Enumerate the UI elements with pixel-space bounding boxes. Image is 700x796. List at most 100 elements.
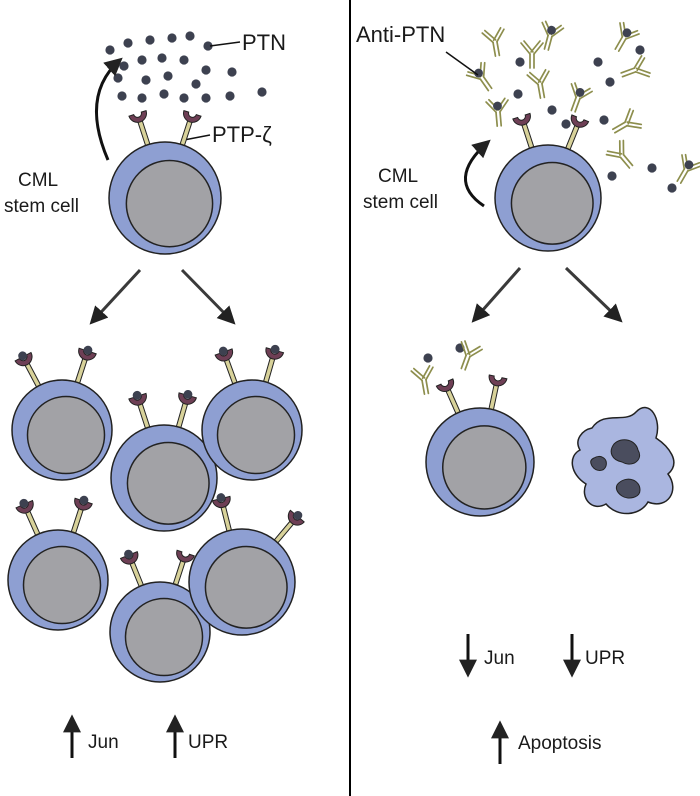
antibody-chain (421, 364, 431, 380)
antibody-chain (460, 341, 467, 357)
antibody-chain (612, 121, 626, 131)
receptor-head (128, 109, 147, 123)
ptn-dot (605, 77, 615, 87)
nucleus (216, 395, 296, 475)
antibody-chain (421, 379, 426, 395)
antibody-chain (574, 97, 581, 113)
bound-ptn-dot (575, 87, 585, 97)
antibody-chain (634, 71, 650, 78)
receptor-head (176, 549, 195, 563)
antibody-chain (425, 366, 434, 381)
receptor-head (211, 495, 231, 509)
receptor-head (178, 392, 197, 405)
antibody-chain (464, 355, 471, 371)
ptn-leader-line (209, 41, 241, 47)
antibody-chain (570, 83, 577, 99)
bound-ptn-dot (474, 68, 483, 78)
ptn-dot (513, 89, 523, 99)
ptp-zeta-receptor (15, 498, 42, 539)
nucleus (441, 425, 527, 510)
ptn-dot (423, 353, 433, 363)
antibody-chain (543, 34, 549, 50)
antibody-chain (624, 33, 640, 40)
cml-stem-cell (494, 112, 602, 252)
antibody-chain (547, 35, 553, 51)
antibody-chain (570, 96, 577, 112)
antibody-chain (496, 28, 505, 43)
antibody-chain (425, 378, 430, 395)
receptor-stalk (219, 503, 233, 535)
antibody-chain (520, 42, 531, 55)
antibody-chain (465, 74, 482, 80)
ptp-zeta-receptor (128, 109, 152, 149)
nucleus (22, 545, 102, 625)
receptor-head (287, 509, 305, 526)
ptp-zeta-receptor (69, 495, 93, 537)
anti-ptn-antibody (526, 68, 550, 99)
antibody-chain (635, 67, 651, 74)
division-arrow-right-b (564, 266, 623, 323)
ptn-dot (203, 41, 213, 51)
bound-ptn-dot (124, 549, 133, 559)
antibody-chain (622, 139, 625, 156)
cml-stem-cell (110, 389, 218, 532)
antibody-chain (466, 345, 481, 355)
nucleus (26, 395, 106, 475)
cml-stem-cell (109, 549, 211, 683)
ptn-dot (227, 67, 237, 77)
right-cells-group (410, 112, 602, 517)
antibody-chain (479, 78, 490, 92)
ptp-zeta-receptor (563, 114, 590, 154)
anti-ptn-antibody (481, 26, 505, 57)
antibody-chain (622, 153, 634, 167)
antibody-chain (482, 76, 493, 90)
ptn-dot (179, 93, 189, 103)
ptp-zeta-receptor (211, 493, 233, 535)
apoptotic-cell (571, 406, 675, 515)
cml-stem-cell (188, 493, 305, 636)
ptp-zeta-receptor (214, 346, 239, 388)
nucleus (126, 441, 210, 525)
cml-stem-cell (11, 345, 113, 481)
bound-ptn-dot (216, 493, 226, 502)
anti-ptn-antibody (614, 21, 640, 52)
upr-label-right: UPR (585, 648, 625, 669)
receptor-head (214, 348, 234, 362)
secretion-arrow-right (464, 139, 491, 208)
bound-ptn-dot (493, 101, 502, 111)
ptn-dot (201, 93, 211, 103)
ptp-zeta-receptor (14, 351, 43, 391)
antibody-chain (686, 165, 700, 172)
antibody-chain (614, 36, 624, 50)
ptn-dot (137, 55, 147, 65)
ptn-dot (145, 35, 155, 45)
ptn-dot (167, 33, 177, 43)
ptn-dot (159, 89, 169, 99)
ptn-dot (185, 31, 195, 41)
antibody-chain (579, 90, 593, 100)
bound-ptn-dot (79, 495, 89, 505)
cml-stem-cell (425, 374, 535, 517)
antibody-chain (499, 99, 509, 113)
nuclear-fragment (615, 478, 641, 499)
anti-ptn-antibody (410, 364, 434, 395)
antibody-chain (619, 156, 631, 169)
anti-ptn-antibody (605, 139, 634, 169)
antibody-chain (469, 348, 483, 358)
receptor-head (14, 351, 33, 367)
anti-ptn-antibody (612, 108, 643, 134)
antibody-ptn-cloud (465, 20, 700, 193)
antibody-chain (496, 40, 501, 57)
ptn-dot (599, 115, 609, 125)
antibody-chain (537, 83, 542, 99)
nucleus (125, 159, 214, 248)
anti-ptn-antibody (465, 61, 493, 92)
ptn-dot (225, 91, 235, 101)
bound-ptn-dot (83, 345, 93, 355)
receptor-head (570, 114, 590, 128)
antibody-chain (679, 170, 689, 184)
ptp-zeta-receptor (128, 390, 152, 432)
ptp-zeta-receptor (174, 389, 197, 432)
